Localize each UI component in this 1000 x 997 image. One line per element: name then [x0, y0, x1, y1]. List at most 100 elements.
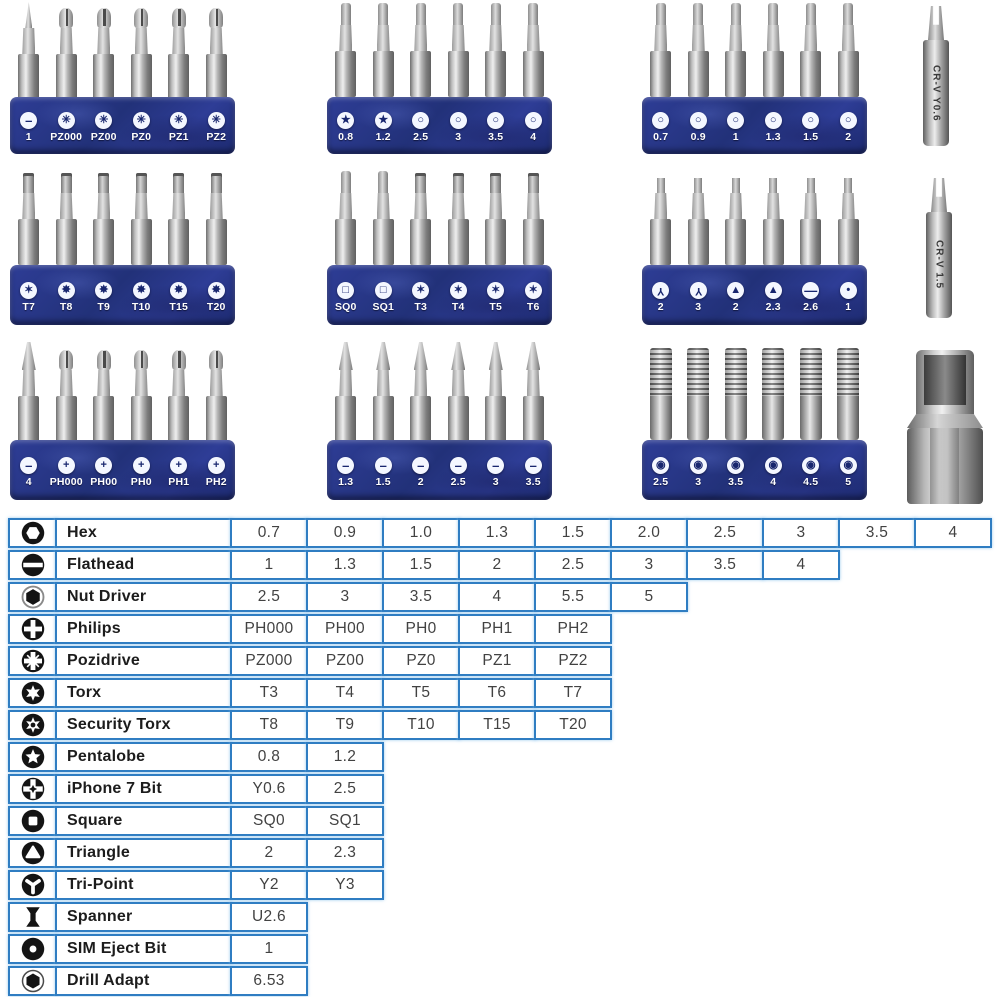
bit-shaft — [762, 51, 784, 97]
hex-badge-icon: ○ — [764, 112, 782, 129]
slot-size-label: 5 — [845, 475, 852, 488]
slot-size-label: 0.8 — [338, 131, 354, 143]
plain-bit-tip — [843, 3, 854, 25]
size-value-cell: 1.5 — [382, 550, 460, 580]
holder-slot: +PH1 — [160, 456, 198, 488]
bit-PH000 — [55, 350, 77, 442]
slot-size-label: T4 — [451, 300, 465, 313]
bit-neck — [209, 370, 223, 396]
cross-bit-tip — [209, 8, 224, 28]
bit-4 — [762, 348, 785, 440]
bit-shaft — [55, 219, 77, 265]
bit-neck — [451, 25, 465, 51]
holder-slot: ◉4 — [755, 456, 793, 488]
hex-badge-icon: ○ — [802, 112, 820, 129]
bits-row — [642, 168, 867, 265]
blade-bit-tip — [376, 342, 391, 370]
badge-glyph: ▲ — [767, 283, 779, 296]
badge-glyph: □ — [342, 283, 350, 296]
badge-glyph: – — [342, 457, 350, 473]
badge-glyph: ◉ — [805, 458, 816, 471]
badge-glyph: ○ — [844, 114, 852, 126]
bit-shaft — [335, 219, 357, 265]
plain-bit-tip — [378, 3, 389, 25]
holder-slot: □SQ0 — [327, 281, 365, 313]
slot-size-label: T3 — [414, 300, 428, 313]
bit-shaft — [130, 54, 152, 100]
slot-size-label: 3.5 — [728, 475, 744, 488]
plain-bit-tip — [730, 3, 741, 25]
holder-slot: ○1 — [717, 112, 755, 143]
holder-slot: ✸T20 — [198, 281, 236, 313]
holder-slot: ✸T9 — [85, 281, 123, 313]
badge-glyph: ✸ — [61, 283, 71, 296]
torx-badge-icon: ✶ — [20, 281, 38, 299]
bit-neck — [526, 370, 540, 396]
size-value-cell: 2.5 — [686, 518, 764, 548]
slot-size-label: PZ2 — [206, 131, 227, 143]
bit-neck — [134, 370, 148, 396]
holder-slot: ◉3 — [680, 456, 718, 488]
cross-bit-tip — [134, 8, 149, 28]
size-value-cell: T5 — [382, 678, 460, 708]
holder-slot: ✳PZ0 — [123, 112, 161, 143]
bit-2 — [725, 178, 747, 265]
bit-neck — [489, 370, 503, 396]
bits-row — [10, 168, 235, 265]
bit-shaft — [18, 396, 40, 442]
slot-size-label: SQ1 — [372, 300, 395, 313]
size-value-cell: T20 — [534, 710, 612, 740]
bit-shaft — [447, 219, 469, 265]
size-value-cell: PZ2 — [534, 646, 612, 676]
flathead-badge-icon: – — [20, 112, 38, 129]
blade-bit-tip — [413, 342, 428, 370]
securitytorx-badge-icon: ✸ — [57, 281, 75, 299]
plain-bit-tip — [490, 3, 501, 25]
blade-bit-tip — [488, 342, 503, 370]
bit-shaft — [762, 219, 784, 265]
plain-bit-tip — [805, 3, 816, 25]
bit-shaft — [485, 51, 507, 97]
badge-glyph: ◉ — [693, 458, 704, 471]
bit-shaft — [725, 51, 747, 97]
size-value-cell: T7 — [534, 678, 612, 708]
bit-1.5 — [372, 342, 394, 442]
adapter-shoulder — [907, 414, 983, 428]
slot-size-label: PH0 — [130, 475, 152, 488]
bit-shaft — [18, 219, 40, 265]
holder-slot: ◉5 — [830, 456, 868, 488]
drill-type-icon — [8, 966, 57, 996]
small-bit-tip — [656, 178, 665, 193]
blade-bit-tip — [451, 342, 466, 370]
bit-neck — [729, 25, 743, 51]
holder-slot: ✶T4 — [440, 281, 478, 313]
slot-size-label: 2.6 — [803, 300, 819, 313]
slot-size-label: 2 — [845, 131, 852, 143]
blue-bit-holder: ◉2.5◉3◉3.5◉4◉4.5◉5 — [642, 440, 867, 500]
cross-bit-tip — [171, 8, 186, 28]
size-value-cell: 1 — [230, 934, 308, 964]
pentalobe-type-icon — [8, 742, 57, 772]
holder-slot: +PH000 — [48, 456, 86, 488]
bit-shaft — [130, 219, 152, 265]
slot-size-label: 1 — [732, 131, 739, 143]
slot-size-label: 2 — [657, 300, 664, 313]
bit-neck — [59, 28, 73, 54]
size-value-cell: 3.5 — [686, 550, 764, 580]
plain-bit-tip — [378, 171, 389, 193]
slot-size-label: 4 — [530, 131, 537, 143]
torx-bit-tip — [210, 173, 222, 193]
bit-shaft — [447, 396, 469, 442]
bit-neck — [339, 25, 353, 51]
size-value-cell: PH1 — [458, 614, 536, 644]
slot-size-label: 3 — [455, 131, 462, 143]
flathead-badge-icon: – — [449, 456, 467, 474]
bit-neck — [414, 370, 428, 396]
bit-shaft — [93, 54, 115, 100]
plain-bit-tip — [453, 3, 464, 25]
badge-glyph: ✳ — [136, 114, 146, 126]
